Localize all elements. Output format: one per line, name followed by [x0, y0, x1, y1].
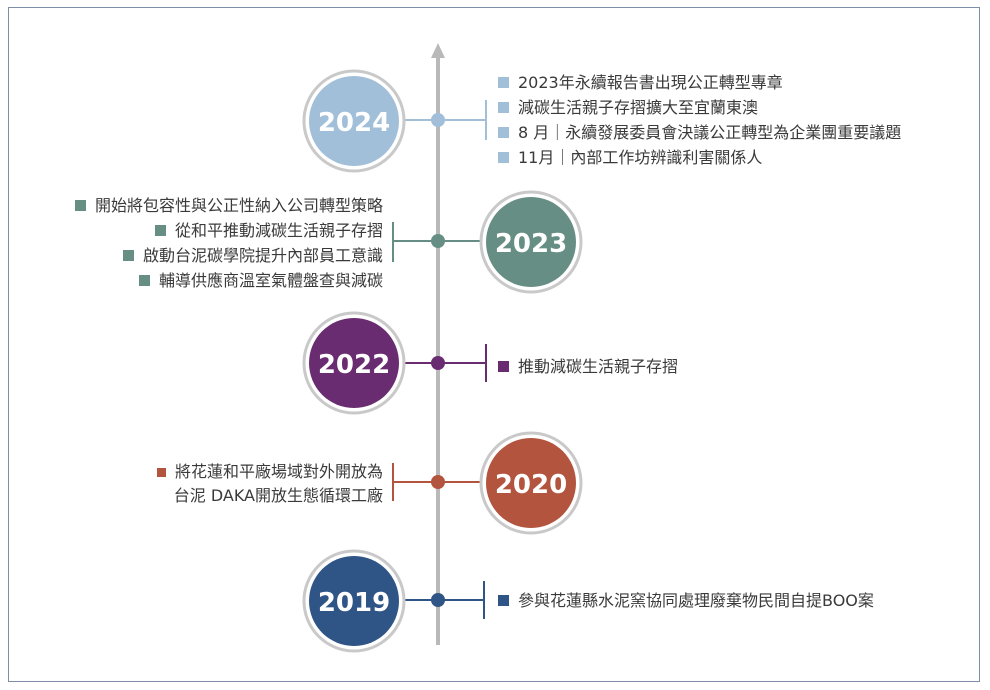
year-label-2024: 2024 [318, 108, 390, 138]
milestone-2020: 2020 [392, 431, 583, 535]
node-dot-2023 [431, 234, 445, 248]
milestone-2022: 2022 [302, 311, 487, 415]
list-item-2020-1: 將花蓮和平廠場域對外開放為 [156, 459, 383, 485]
item-text: 減碳生活親子存摺擴大至宜蘭東澳 [518, 98, 759, 117]
year-label-2019: 2019 [318, 588, 390, 618]
year-badge-2020 [486, 438, 576, 528]
list-item-2023-1: 開始將包容性與公正性納入公司轉型策略 [74, 193, 383, 219]
bullet-square-icon [498, 127, 509, 138]
item-text: 參與花蓮縣水泥窯協同處理廢棄物民間自提BOO案 [518, 591, 874, 610]
year-badge-2019 [309, 556, 399, 646]
bullet-square-icon [498, 361, 509, 372]
bullet-square-icon [498, 152, 509, 163]
year-badge-2022 [309, 318, 399, 408]
year-label-2020: 2020 [495, 470, 567, 500]
list-item-2024-4: 11月｜內部工作坊辨識利害關係人 [498, 145, 762, 171]
list-item-2023-3: 啟動台泥碳學院提升內部員工意識 [122, 243, 383, 269]
node-dot-2020 [431, 475, 445, 489]
list-item-2023-2: 從和平推動減碳生活親子存摺 [154, 218, 383, 244]
bullet-square-icon [156, 468, 166, 477]
node-dot-2019 [431, 593, 445, 607]
item-text: 將花蓮和平廠場域對外開放為 [174, 462, 383, 481]
list-item-2024-3: 8 月｜永續發展委員會決議公正轉型為企業團重要議題 [498, 120, 901, 146]
diagram-frame [8, 7, 980, 682]
item-text: 啟動台泥碳學院提升內部員工意識 [142, 246, 383, 265]
node-dot-2024 [431, 113, 445, 127]
milestone-2024: 2024 [302, 69, 487, 173]
year-label-2023: 2023 [495, 229, 567, 259]
axis-arrow-head [431, 43, 445, 58]
bullet-square-icon [154, 225, 166, 236]
item-text: 2023年永續報告書出現公正轉型專章 [518, 73, 783, 92]
node-dot-2022 [431, 356, 445, 370]
bullet-square-icon [138, 275, 150, 286]
year-label-2022: 2022 [318, 350, 390, 380]
item-text: 輔導供應商溫室氣體盤查與減碳 [158, 271, 383, 290]
year-badge-2024 [309, 76, 399, 166]
item-text: 推動減碳生活親子存摺 [518, 357, 679, 376]
bullet-square-icon [74, 200, 86, 211]
bullet-square-icon [122, 250, 134, 261]
bullet-square-icon [498, 77, 509, 88]
bullet-square-icon [498, 102, 509, 113]
list-item-2019-1: 參與花蓮縣水泥窯協同處理廢棄物民間自提BOO案 [498, 588, 874, 614]
item-text: 台泥 DAKA開放生態循環工廠 [173, 486, 383, 505]
item-text: 8 月｜永續發展委員會決議公正轉型為企業團重要議題 [518, 123, 902, 142]
bullet-square-icon [498, 595, 509, 606]
item-text: 11月｜內部工作坊辨識利害關係人 [518, 148, 763, 167]
list-item-2024-1: 2023年永續報告書出現公正轉型專章 [498, 70, 783, 96]
item-text: 開始將包容性與公正性納入公司轉型策略 [94, 196, 383, 215]
list-item-2020-2: 台泥 DAKA開放生態循環工廠 [174, 483, 383, 509]
item-text: 從和平推動減碳生活親子存摺 [174, 221, 383, 240]
milestone-2023: 2023 [392, 190, 583, 294]
list-item-2023-4: 輔導供應商溫室氣體盤查與減碳 [138, 268, 383, 294]
list-item-2024-2: 減碳生活親子存摺擴大至宜蘭東澳 [498, 95, 758, 121]
year-badge-2023 [486, 197, 576, 287]
milestone-2019: 2019 [302, 549, 485, 653]
list-item-2022-1: 推動減碳生活親子存摺 [498, 354, 678, 380]
